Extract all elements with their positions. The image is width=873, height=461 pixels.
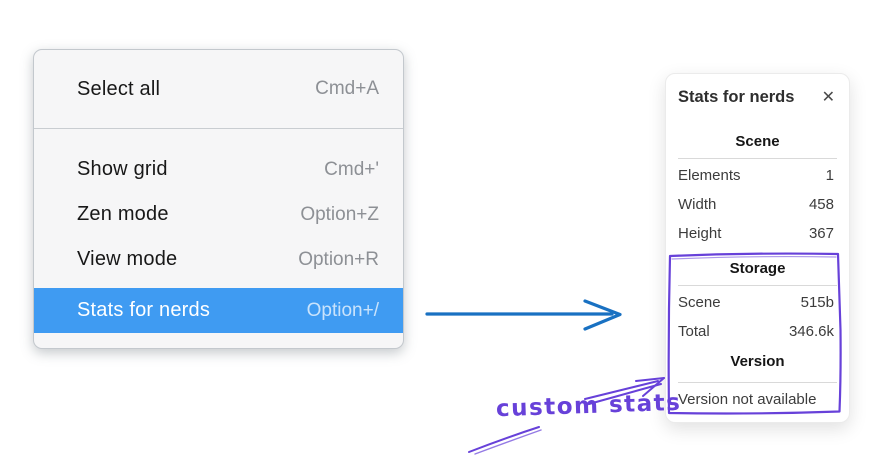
version-note: Version not available <box>678 391 817 408</box>
menu-item-shortcut: Option+Z <box>300 203 379 225</box>
menu-item-label: View mode <box>77 248 178 270</box>
stat-label: Height <box>678 225 722 242</box>
menu-item-show-grid[interactable]: Show grid Cmd+' <box>34 147 403 192</box>
stat-row-height: Height 367 <box>666 219 849 248</box>
section-heading-storage: Storage <box>729 260 786 277</box>
menu-divider <box>34 128 403 129</box>
menu-item-label: Select all <box>77 77 161 100</box>
stats-panel-header: Stats for nerds ✕ <box>666 86 849 107</box>
stat-row-width: Width 458 <box>666 190 849 219</box>
section-heading-scene: Scene <box>735 133 780 150</box>
purple-arrow <box>584 377 665 405</box>
purple-swoosh <box>468 426 542 455</box>
section-heading-version: Version <box>730 353 785 370</box>
menu-item-label: Show grid <box>77 158 168 180</box>
section-divider <box>678 158 837 159</box>
menu-item-shortcut: Cmd+A <box>315 78 379 99</box>
menu-item-zen-mode[interactable]: Zen mode Option+Z <box>34 192 403 237</box>
stat-row-scene: Scene 515b <box>666 288 849 317</box>
menu-item-label: Zen mode <box>77 203 169 225</box>
stat-row-total: Total 346.6k <box>666 317 849 346</box>
menu-item-view-mode[interactable]: View mode Option+R <box>34 237 403 282</box>
stats-panel-title: Stats for nerds <box>678 88 795 106</box>
stat-value: 458 <box>808 196 834 213</box>
menu-item-select-all[interactable]: Select all Cmd+A <box>34 50 403 128</box>
close-icon[interactable]: ✕ <box>821 88 835 106</box>
stat-label: Scene <box>678 294 721 311</box>
section-divider <box>678 285 837 286</box>
stat-value: 367 <box>808 225 834 242</box>
stat-value: 346.6k <box>788 323 834 340</box>
menu-item-shortcut: Option+/ <box>306 299 379 321</box>
stat-value: 1 <box>825 167 834 184</box>
menu-item-shortcut: Cmd+' <box>324 158 379 180</box>
stat-label: Total <box>678 323 710 340</box>
stat-value: 515b <box>800 294 834 311</box>
section-divider <box>678 382 837 383</box>
blue-arrow <box>425 299 622 331</box>
stat-row-elements: Elements 1 <box>666 161 849 190</box>
custom-stats-label: custom stats <box>495 389 682 423</box>
menu-item-stats-for-nerds[interactable]: Stats for nerds Option+/ <box>34 288 403 333</box>
stat-label: Elements <box>678 167 741 184</box>
menu-item-label: Stats for nerds <box>77 299 211 321</box>
menu-item-shortcut: Option+R <box>298 248 379 270</box>
stat-label: Width <box>678 196 717 213</box>
